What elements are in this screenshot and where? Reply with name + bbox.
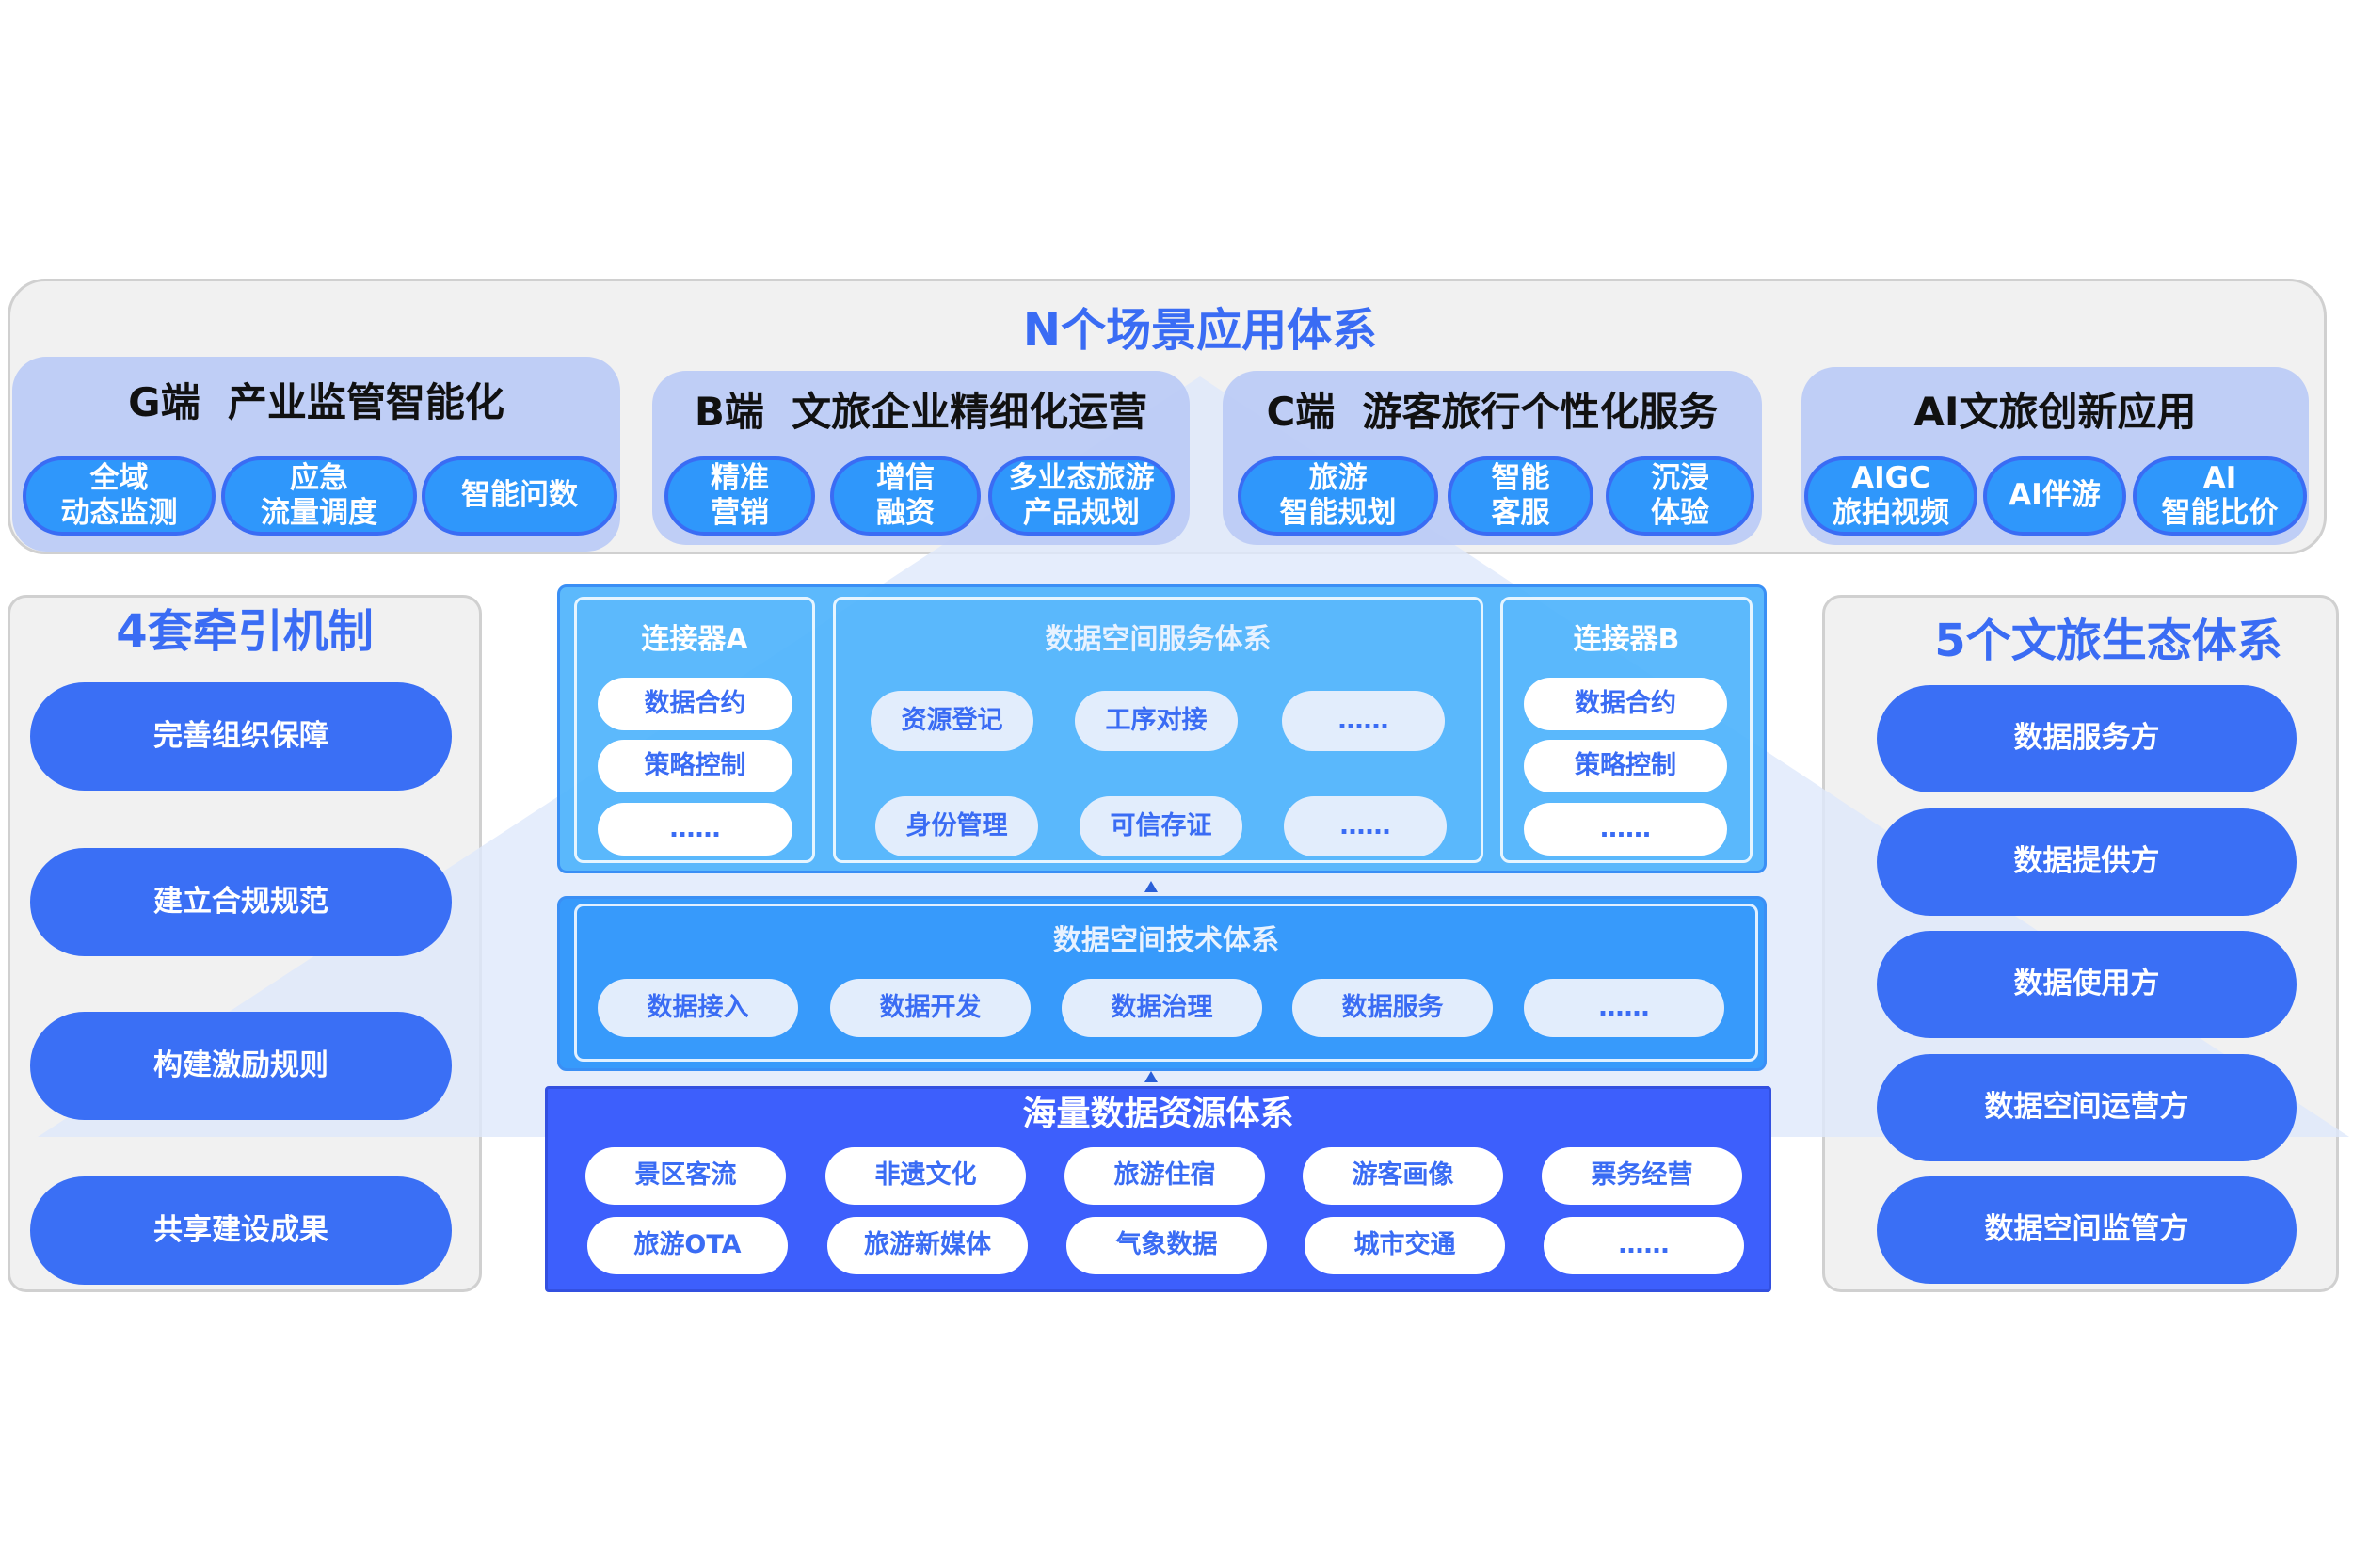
scenario-item-button[interactable]: 应急 流量调度 [221, 456, 417, 536]
service-title: 数据空间服务体系 [1045, 623, 1272, 656]
mechanism-item[interactable]: 构建激励规则 [30, 1012, 452, 1120]
arrow-up-icon [1144, 881, 1158, 892]
connector-b-item[interactable]: 策略控制 [1524, 740, 1727, 792]
tech-title: 数据空间技术体系 [1053, 924, 1279, 957]
scenario-item-button[interactable]: 沉浸 体验 [1606, 456, 1754, 536]
resource-item[interactable]: …… [1544, 1217, 1744, 1274]
connector-a-item[interactable]: …… [598, 803, 792, 856]
scenario-group-title: AI文旅创新应用 [1913, 388, 2197, 435]
resource-item[interactable]: 旅游新媒体 [827, 1217, 1028, 1274]
resource-item[interactable]: 非遗文化 [825, 1147, 1026, 1205]
resource-item[interactable]: 游客画像 [1303, 1147, 1503, 1205]
service-item[interactable]: 工序对接 [1075, 691, 1238, 751]
resource-title: 海量数据资源体系 [1022, 1095, 1294, 1134]
scenario-item-button[interactable]: AIGC 旅拍视频 [1804, 456, 1977, 536]
service-item[interactable]: 资源登记 [871, 691, 1033, 751]
tech-item[interactable]: 数据服务 [1292, 979, 1493, 1037]
scenario-item-button[interactable]: 智能 客服 [1448, 456, 1593, 536]
tech-item[interactable]: 数据开发 [830, 979, 1031, 1037]
ecosystem-item[interactable]: 数据使用方 [1877, 931, 2297, 1038]
scenario-item-button[interactable]: 全域 动态监测 [23, 456, 216, 536]
scenario-group-title: C端 游客旅行个性化服务 [1266, 388, 1719, 435]
scenario-item-button[interactable]: AI 智能比价 [2133, 456, 2307, 536]
scenario-item-button[interactable]: 增信 融资 [830, 456, 981, 536]
ecosystem-item[interactable]: 数据服务方 [1877, 685, 2297, 792]
resource-item[interactable]: 景区客流 [585, 1147, 786, 1205]
tech-item[interactable]: 数据接入 [598, 979, 798, 1037]
resource-item[interactable]: 票务经营 [1542, 1147, 1742, 1205]
tech-item[interactable]: …… [1524, 979, 1724, 1037]
scenario-item-button[interactable]: 旅游 智能规划 [1238, 456, 1438, 536]
connector-a-title: 连接器A [641, 623, 748, 656]
connector-b-title: 连接器B [1573, 623, 1680, 656]
resource-item[interactable]: 旅游住宿 [1064, 1147, 1265, 1205]
connector-b-item[interactable]: …… [1524, 803, 1727, 856]
scenario-item-button[interactable]: 多业态旅游 产品规划 [988, 456, 1175, 536]
service-item[interactable]: …… [1284, 796, 1447, 856]
connector-b-item[interactable]: 数据合约 [1524, 678, 1727, 730]
ecosystem-item[interactable]: 数据空间监管方 [1877, 1176, 2297, 1284]
resource-item[interactable]: 旅游OTA [587, 1217, 788, 1274]
scenario-group-title: G端 产业监管智能化 [128, 378, 504, 425]
mechanism-item[interactable]: 建立合规规范 [30, 848, 452, 956]
service-item[interactable]: 可信存证 [1080, 796, 1242, 856]
connector-a-item[interactable]: 数据合约 [598, 678, 792, 730]
service-item[interactable]: …… [1282, 691, 1445, 751]
scenario-item-button[interactable]: AI伴游 [1983, 456, 2126, 536]
scenario-group-title: B端 文旅企业精细化运营 [694, 388, 1148, 435]
resource-item[interactable]: 城市交通 [1305, 1217, 1505, 1274]
scenario-item-button[interactable]: 智能问数 [422, 456, 617, 536]
service-item[interactable]: 身份管理 [875, 796, 1038, 856]
arrow-up-icon [1144, 1071, 1158, 1082]
mechanism-item[interactable]: 完善组织保障 [30, 682, 452, 791]
scenario-item-button[interactable]: 精准 营销 [664, 456, 815, 536]
scenario-title: N个场景应用体系 [1022, 304, 1378, 358]
ecosystem-title: 5个文旅生态体系 [1934, 615, 2282, 668]
resource-item[interactable]: 气象数据 [1066, 1217, 1267, 1274]
mechanism-title: 4套牵引机制 [116, 605, 374, 659]
connector-a-item[interactable]: 策略控制 [598, 740, 792, 792]
mechanism-item[interactable]: 共享建设成果 [30, 1176, 452, 1285]
ecosystem-item[interactable]: 数据空间运营方 [1877, 1054, 2297, 1161]
ecosystem-item[interactable]: 数据提供方 [1877, 808, 2297, 916]
tech-item[interactable]: 数据治理 [1062, 979, 1262, 1037]
